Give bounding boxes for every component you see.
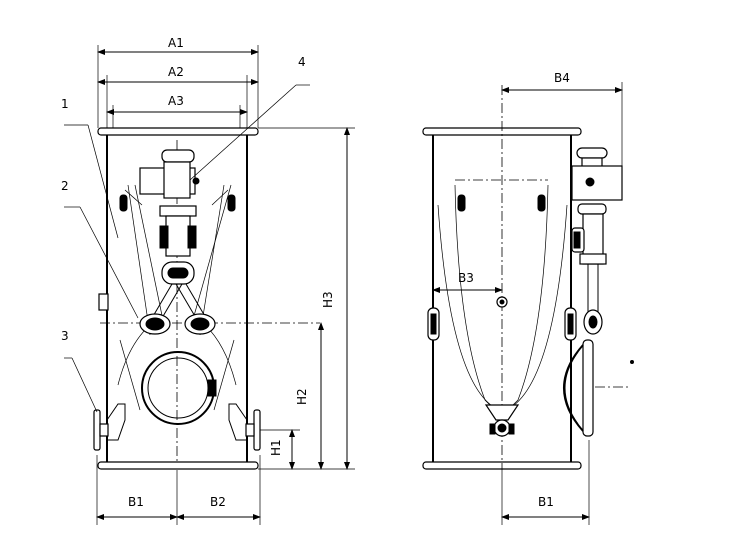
front-bottom-dimensions [96,455,261,525]
front-feet [93,403,261,451]
dim-b1-side: B1 [538,495,554,509]
dim-a3: A3 [168,94,184,108]
front-top-dimensions [97,45,259,128]
dim-b4: B4 [554,71,570,85]
side-cone-left [454,184,496,411]
dim-a1: A1 [168,36,184,50]
dim-h3: H3 [321,291,335,308]
dim-b3: B3 [458,271,474,285]
side-hanger-left [457,194,466,212]
dim-h2: H2 [295,388,309,405]
side-cone-right [507,184,549,411]
side-hanger-right [537,194,546,212]
front-guide-lines [117,184,237,411]
side-actuator [571,147,623,335]
part-label-4: 4 [298,55,306,69]
front-hanger-right [227,194,236,212]
front-actuator [139,149,207,319]
part-label-2: 2 [61,179,69,193]
dim-a2: A2 [168,65,184,79]
front-height-dimensions [258,127,355,470]
side-inspection-door [563,339,634,437]
dim-b2-front: B2 [210,495,226,509]
part-label-3: 3 [61,329,69,343]
front-bottom-flange [97,461,259,470]
part-label-1: 1 [61,97,69,111]
front-hanger-left [119,194,128,212]
dim-h1: H1 [269,439,283,456]
front-leaders [64,84,310,413]
front-outlet-ring [141,351,215,425]
side-bottom-outlet [484,404,520,437]
side-b3-dimension [432,280,503,300]
side-view: B4 B3 B1 [422,71,634,525]
dim-b1-front: B1 [128,495,144,509]
side-bottom-dimension [501,440,590,525]
front-side-nozzle [98,293,109,311]
front-view: A1 A2 A3 B1 B2 H3 H2 H1 [61,36,355,525]
side-top-dimension [501,82,623,172]
front-top-flange [97,127,259,136]
